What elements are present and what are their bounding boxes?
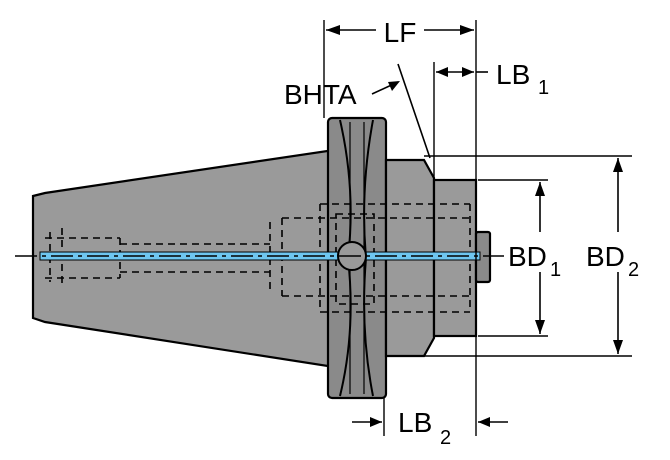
- dimension-lf: LF: [326, 12, 474, 48]
- label-lb2: LB: [398, 407, 432, 438]
- dimension-bd1: BD 1: [504, 182, 576, 334]
- label-bhta: BHTA: [284, 79, 357, 110]
- label-bd2-sub: 2: [628, 259, 639, 281]
- label-bd2: BD: [586, 241, 625, 272]
- label-bd1: BD: [508, 241, 547, 272]
- label-lb1-sub: 1: [538, 77, 549, 99]
- dimension-lb1: LB 1: [436, 59, 549, 99]
- extension-lines: [323, 20, 632, 436]
- label-lb2-sub: 2: [440, 427, 451, 449]
- label-bd1-sub: 1: [550, 259, 561, 281]
- label-lb1: LB: [496, 59, 530, 90]
- label-lf: LF: [384, 17, 417, 48]
- dimension-lb2: LB 2: [352, 407, 508, 449]
- dimension-bd2: BD 2: [582, 158, 666, 354]
- bhta-leader: BHTA: [284, 63, 431, 159]
